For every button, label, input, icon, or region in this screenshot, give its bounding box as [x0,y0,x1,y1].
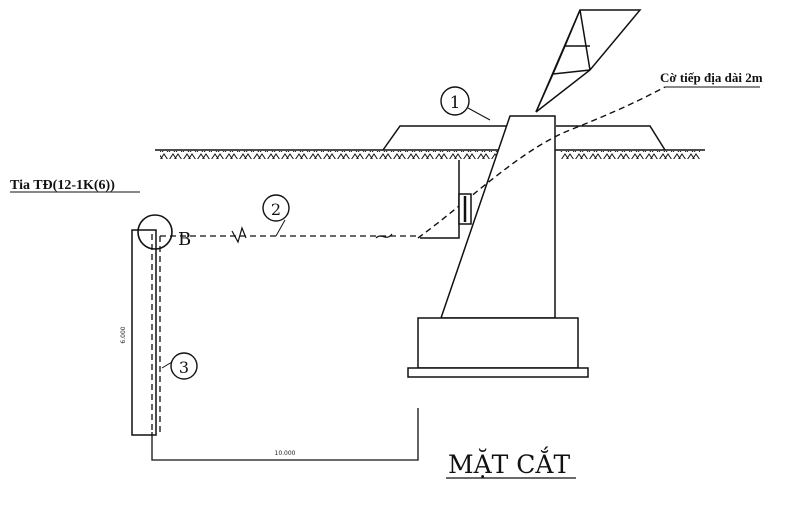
marker-1-circle [440,86,470,116]
connection-bracket [420,160,460,239]
footing-block [417,317,579,369]
marker-2-text: 2 [271,200,281,219]
marker-2-circle [262,194,290,222]
line-label: Tia TĐ(12-1K(6)) [10,178,115,193]
break-mark-2 [375,233,393,239]
section-title: MẶT CẮT [448,447,570,479]
embankment-right [556,125,666,151]
tower-lattice [535,9,642,113]
embankment [382,125,510,151]
footing-base [407,367,589,378]
dim-vertical-text: 6.000 [120,326,127,343]
soil-hatch-right [560,151,700,159]
soil-hatch-left [160,151,500,159]
flag-label: Cờ tiếp địa dài 2m [660,70,763,85]
marker-3-circle [170,352,198,380]
marker-3-text: 3 [179,358,189,377]
dim-horizontal-text: 10.000 [275,450,296,457]
point-b-circle [137,214,173,250]
point-b-label: B [178,229,191,250]
marker-1-text: 1 [450,93,461,113]
dimension-horizontal [151,408,419,461]
break-mark-1 [231,226,247,244]
